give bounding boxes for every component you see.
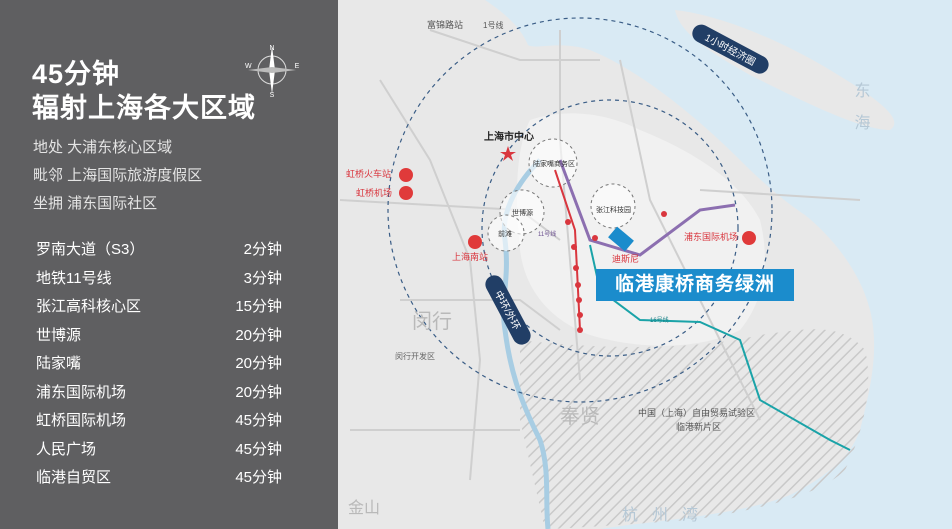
commute-name: 临港自贸区 (36, 469, 112, 486)
commute-time: 15分钟 (235, 298, 282, 315)
label-hongqiao-station: 虹桥火车站 (346, 168, 391, 179)
free-trade-zone (520, 329, 869, 529)
commute-time: 20分钟 (235, 355, 282, 372)
label-minhang-dev: 闵行开发区 (395, 351, 435, 361)
commute-name: 罗南大道（S3） (36, 241, 145, 258)
label-hangzhou-bay: 杭州湾 (622, 506, 712, 524)
label-hongqiao-airport: 虹桥机场 (356, 187, 392, 198)
label-city-center: 上海市中心 (484, 130, 534, 143)
label-lujiazui: 陆家嘴商务区 (533, 159, 575, 168)
compass-e: E (295, 63, 300, 70)
label-disney: 迪斯尼 (612, 253, 639, 264)
commute-time: 45分钟 (235, 412, 282, 429)
train-icon (399, 168, 413, 182)
one-hour-ring (387, 17, 773, 403)
info-panel: 45分钟 辐射上海各大区域 N S E W 地处 大浦东核心区域 毗邻 上海国际… (0, 0, 338, 529)
inner-ring (481, 99, 739, 357)
commute-time: 3分钟 (243, 270, 282, 287)
label-metro-11: 11号线 (538, 230, 556, 238)
plane-icon-pudong (742, 231, 756, 245)
commute-time: 20分钟 (235, 384, 282, 401)
label-line1: 1号线 (483, 20, 503, 30)
metro-stations (565, 211, 667, 333)
commute-name: 张江高科核心区 (36, 298, 142, 315)
label-ftz2: 临港新片区 (676, 421, 721, 432)
commute-name: 世博源 (36, 327, 82, 344)
intro-line-1: 地处 大浦东核心区域 (33, 139, 173, 156)
compass-n: N (269, 45, 274, 52)
label-shibo: 世博源 (512, 208, 533, 217)
city-center-star (500, 146, 516, 161)
label-metro-16: 16号线 (650, 316, 669, 324)
project-banner: 临港康桥商务绿洲 (596, 269, 794, 301)
train-icon-south (468, 235, 482, 249)
label-fujin: 富锦路站 (427, 19, 463, 30)
plane-icon-hongqiao (399, 186, 413, 200)
compass-w: W (245, 63, 252, 70)
label-zhangjiang: 张江科技园 (596, 205, 631, 214)
commute-name: 陆家嘴 (36, 355, 82, 372)
commute-time: 45分钟 (235, 441, 282, 458)
compass-s: S (270, 92, 275, 98)
commute-name: 虹桥国际机场 (36, 412, 127, 429)
label-jinshan: 金山 (348, 499, 380, 517)
panel-title-line1: 45分钟 (32, 59, 121, 89)
zhangjiang-circle (590, 183, 636, 229)
label-fengxian: 奉贤 (560, 405, 600, 428)
label-east-sea: 东海 (852, 82, 871, 146)
commute-time: 2分钟 (243, 241, 282, 258)
metro-line-red (554, 169, 581, 331)
intro-line-2: 毗邻 上海国际旅游度假区 (33, 167, 203, 184)
qiantan-circle (487, 214, 525, 252)
commute-name: 人民广场 (36, 441, 97, 458)
label-shanghai-south: 上海南站 (452, 251, 488, 262)
label-minhang: 闵行 (412, 310, 452, 333)
commute-name: 地铁11号线 (36, 270, 112, 287)
commute-time: 45分钟 (235, 469, 282, 486)
commute-time: 20分钟 (235, 327, 282, 344)
label-pudong-airport: 浦东国际机场 (684, 231, 738, 242)
label-ftz1: 中国（上海）自由贸易试验区 (638, 407, 755, 418)
metro-line-11 (558, 159, 736, 257)
label-qiantan: 前滩 (498, 229, 512, 238)
commute-name: 浦东国际机场 (36, 384, 127, 401)
intro-line-3: 坐拥 浦东国际社区 (33, 195, 158, 212)
panel-title-line2: 辐射上海各大区域 (32, 93, 256, 123)
project-marker (608, 226, 634, 252)
compass-icon: N S E W (245, 45, 300, 98)
